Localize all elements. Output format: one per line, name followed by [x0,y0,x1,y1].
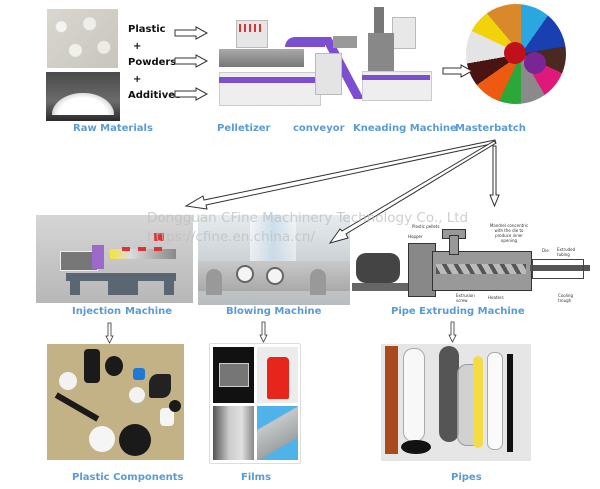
white-powder-photo [46,72,120,121]
arrow-masterbatch-to-blowing [328,140,497,244]
ingredient-powders: Powders [128,57,177,68]
diagram-label-extrusion-screw: Extrusion screw [456,293,475,303]
arrow-plastic [174,26,209,40]
ingredient-additives: Additives [128,90,181,101]
arrow-injection-to-components [105,322,114,344]
kneading-machine [362,5,432,101]
masterbatch-pellets-photo [466,4,566,104]
label-raw-materials: Raw Materials [73,123,153,134]
arrow-powders [174,54,209,68]
diagram-label-mandrel: Mandrel concentric with the die to produ… [489,223,529,243]
blowing-machine-photo [198,215,350,305]
arrow-blowing-to-films [259,321,268,343]
ingredient-plus-1: + [133,41,142,52]
film-sheet-blue [257,406,298,460]
films-photo-grid [209,343,301,464]
pipe-extruder-diagram: Plastic pellets Hopper Mandrel concentri… [352,215,600,307]
label-plastic-components: Plastic Components [72,472,184,483]
ingredient-plus-2: + [133,74,142,85]
arrow-masterbatch-to-pipe [489,145,500,208]
film-roll [213,406,254,460]
injection-machine-render [36,215,193,303]
label-injection-machine: Machine [125,306,173,317]
label-pelletizer: Pelletizer [217,123,271,134]
conveyor-machine [285,33,365,103]
label-pipes: Pipes [451,472,482,483]
arrow-additives [174,87,209,101]
arrow-to-masterbatch [442,64,474,78]
diagram-label-cooling-trough: Cooling trough [558,293,573,303]
diagram-label-plastic-pellets: Plastic pellets [412,224,440,229]
arrow-pipe-to-pipes [448,321,457,343]
label-conveyor: conveyor [293,123,345,134]
label-blowing-machine: Blowing Machine [226,306,322,317]
diagram-label-die: Die [542,248,549,253]
arrow-masterbatch-to-injection [184,139,497,210]
ingredient-plastic: Plastic [128,24,166,35]
film-red-bag [257,347,298,403]
film-clear-bag [213,347,254,403]
plastic-components-photo [47,344,184,460]
diagram-label-extruded-tubing: Extruded tubing [557,247,576,257]
diagram-label-heaters: Heaters [488,295,504,300]
pipes-photo [381,344,531,461]
plastic-pellets-photo [47,9,118,68]
label-films: Films [241,472,272,483]
pelletizer-machine [217,17,327,106]
label-injection: Injection [72,306,122,317]
diagram-label-hopper: Hopper [408,234,423,239]
label-pipe-extruding-machine: Pipe Extruding Machine [391,306,525,317]
label-kneading-machine: Kneading Machine [353,123,457,134]
label-masterbatch: Masterbatch [455,123,526,134]
